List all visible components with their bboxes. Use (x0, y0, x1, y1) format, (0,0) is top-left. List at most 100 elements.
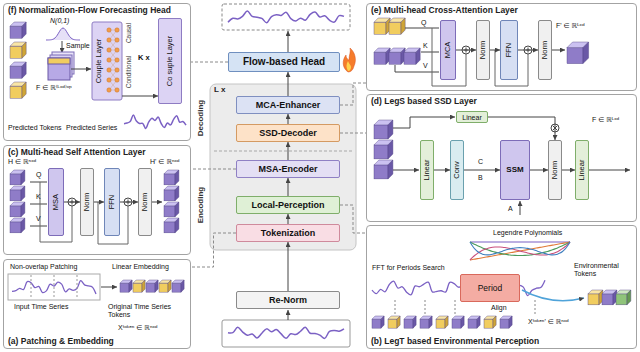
token-cube-side (142, 280, 145, 292)
conv-box: Conv (450, 140, 464, 200)
token-cube-side (477, 316, 480, 328)
box-label: Couple Layer (95, 39, 103, 84)
label: F ∈ ℝ⁽ᴸˣᵈ⁾ˣᵖ (36, 84, 72, 92)
token-cube (146, 283, 155, 292)
token-cube-side (21, 202, 25, 217)
panel-heading: (e) Multi-head Cross-Attention Layer (371, 6, 518, 15)
label: Input Time Series (14, 303, 68, 311)
stack-panel-fill (210, 84, 356, 250)
label: K (36, 193, 41, 201)
flow-arrow (520, 201, 521, 215)
input-line (30, 226, 47, 227)
flow-arrow (288, 31, 289, 52)
input-series-box (8, 274, 100, 300)
align-line (535, 300, 536, 314)
label: F ∈ ℝᴸˣᵈ (592, 116, 619, 124)
token-cube-side (22, 22, 26, 38)
box-label: Period (478, 284, 503, 293)
flow-arrow (122, 96, 158, 97)
module-box: MCA-Enhancer (236, 96, 340, 114)
align-line (425, 300, 426, 314)
ffn-box: FFN (104, 168, 120, 236)
flame-icon (347, 61, 352, 71)
box-label: MCA-Enhancer (256, 101, 321, 110)
neuron-dot (115, 28, 119, 32)
label: N(0,1) (50, 17, 69, 25)
token-cube-side (461, 316, 464, 328)
module-box: Re-Norm (236, 291, 340, 309)
leader-line (191, 169, 236, 170)
token-cube (164, 174, 175, 185)
period-box: Period (460, 274, 520, 302)
label: Q (421, 19, 426, 27)
label: A (508, 205, 513, 213)
label: Xᵗᵒᵏᵉⁿ ∈ ℝⁿˣᵈ (118, 324, 157, 332)
token-cube (10, 206, 21, 217)
neuron-dot (115, 88, 119, 92)
label: B (478, 174, 483, 182)
label: Align (490, 304, 508, 312)
token-cube (10, 222, 21, 233)
box-label: Norm (541, 41, 549, 59)
token-cube (10, 174, 21, 185)
flow-arrow (64, 202, 80, 203)
token-cube (372, 319, 381, 328)
token-cube (374, 125, 388, 139)
label: Predicted Tokens (8, 124, 62, 132)
leader-line (340, 83, 366, 105)
token-cube (389, 52, 401, 64)
token-cube-side (175, 170, 179, 185)
ffn-box: FFN (500, 20, 518, 80)
panel-heading: (b) LegT based Environmental Perception (371, 337, 539, 346)
illustration (8, 4, 631, 347)
token-cube (10, 66, 22, 78)
panel: (e) Multi-head Cross-Attention LayerMCA N… (366, 3, 637, 91)
legendre-curve (470, 242, 570, 260)
flow-arrow (530, 170, 548, 171)
patch-divider (31, 275, 32, 299)
box-label: MSA (52, 194, 60, 210)
token-cube (10, 46, 22, 58)
noise-stack (48, 58, 70, 80)
box-label: Tokenization (261, 229, 315, 238)
token-cube-side (397, 316, 400, 328)
box-label: MSA-Encoder (258, 165, 317, 174)
attention-box: MCA (440, 20, 456, 80)
token-cube-side (168, 280, 171, 292)
panel: (f) Normalization-Flow Forecasting HeadC… (3, 3, 191, 141)
label: Non-overlap Patching (10, 263, 77, 271)
token-cube-side (181, 280, 184, 292)
module-box: SSD-Decoder (236, 124, 340, 142)
box-label: Local-Perception (251, 201, 324, 210)
flow-arrow (490, 50, 500, 51)
neuron-dot (115, 58, 119, 62)
flow-arrow (288, 214, 289, 224)
label: H ∈ ℝⁿˣᵈ (8, 158, 36, 166)
token-cube-side (388, 160, 393, 179)
neuron-dot (107, 88, 111, 92)
token-cube (374, 22, 386, 34)
sample-arrow (62, 41, 63, 53)
input-line (405, 28, 439, 29)
box-label: Flow-based Head (243, 57, 325, 67)
token-cube (500, 319, 509, 328)
flow-arrow (288, 242, 289, 291)
token-cube (588, 294, 599, 305)
input-line (30, 182, 47, 183)
norm-box: Norm (80, 168, 94, 236)
token-cube-side (175, 202, 179, 217)
token-cube-side (21, 170, 25, 185)
box-label: Co suple Layer (166, 36, 174, 86)
label: V (36, 215, 41, 223)
token-cube (10, 86, 22, 98)
token-cube-side (429, 316, 432, 328)
token-cube (436, 319, 445, 328)
token-cube (602, 294, 613, 305)
token-cube (567, 48, 583, 64)
token-cube-side (388, 140, 393, 159)
flow-arrow (288, 178, 289, 196)
input-series-box (222, 320, 350, 347)
output-series-box (222, 4, 350, 30)
neuron-dot (115, 68, 119, 72)
